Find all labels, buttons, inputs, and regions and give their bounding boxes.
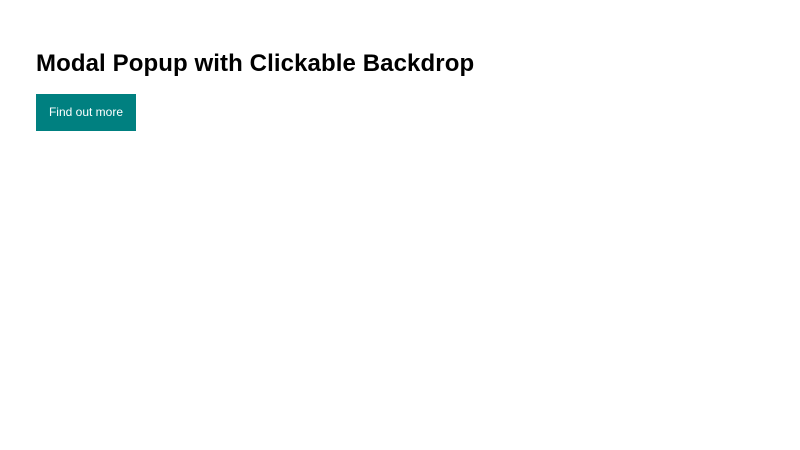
page-title: Modal Popup with Clickable Backdrop [36, 50, 475, 77]
find-out-more-button[interactable]: Find out more [36, 94, 136, 131]
